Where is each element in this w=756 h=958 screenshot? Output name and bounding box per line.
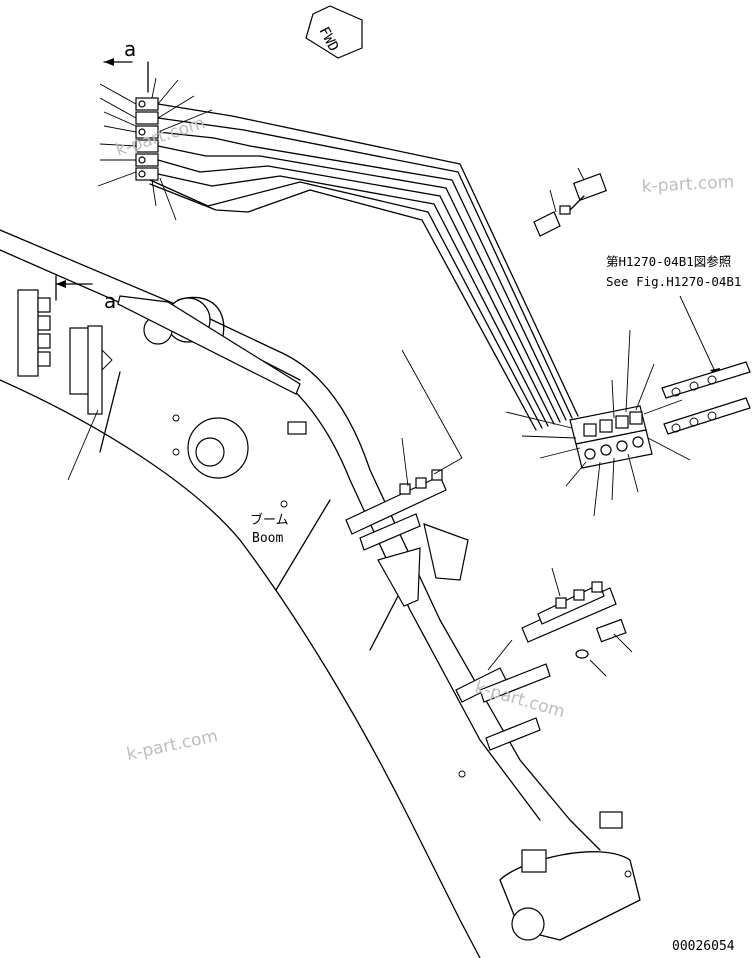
section-label-top: a [124, 37, 136, 61]
drawing-number: 00026054 [672, 939, 735, 954]
section-marker-left: a [55, 275, 116, 313]
reference-note-en: See Fig.H1270-04B1 [606, 274, 741, 289]
reference-note-jp: 第H1270-04B1図参照 [606, 254, 731, 269]
lower-clamps [455, 567, 633, 873]
watermark-4: k-part.com [125, 726, 220, 765]
middle-clamps [287, 349, 463, 551]
watermark-2: k-part.com [641, 172, 734, 197]
bolt-assembly-top [533, 167, 608, 237]
boom-structure [0, 229, 641, 958]
hydraulic-tube-bundle [149, 103, 579, 431]
section-label-left: a [104, 289, 116, 313]
top-fitting-cluster [97, 77, 213, 221]
section-marker-top: a [103, 37, 149, 93]
boom-label: ブーム Boom [250, 512, 289, 546]
reference-note: 第H1270-04B1図参照 See Fig.H1270-04B1 [606, 254, 741, 379]
boom-label-en: Boom [252, 531, 283, 546]
boom-label-jp: ブーム [250, 512, 289, 528]
right-clamp-cluster [505, 329, 751, 517]
fwd-arrow-icon: FWD [305, 5, 363, 59]
left-clamp-stack [17, 289, 113, 481]
